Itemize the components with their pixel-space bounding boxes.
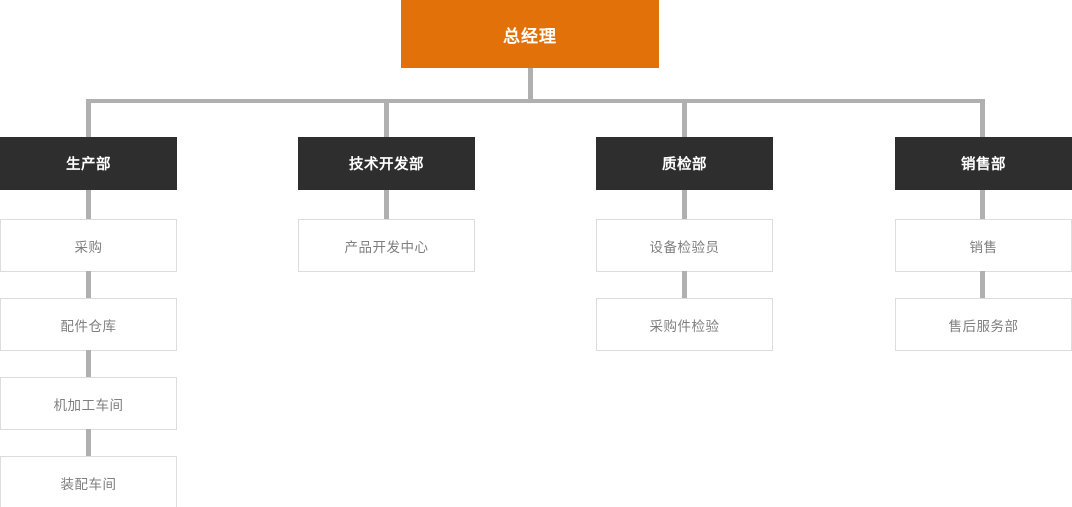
connector-drop-col-1 xyxy=(86,99,91,139)
connector-drop-col-3 xyxy=(682,99,687,139)
connector-production-to-child-4 xyxy=(86,429,91,458)
connector-drop-col-4 xyxy=(980,99,985,139)
node-general-manager[interactable]: 总经理 xyxy=(401,0,659,68)
connector-techdev-to-child-1 xyxy=(384,190,389,220)
connector-sales-to-child-1 xyxy=(980,190,985,220)
node-techdev-child-product-development-center[interactable]: 产品开发中心 xyxy=(298,219,475,272)
node-production-child-assembly-workshop[interactable]: 装配车间 xyxy=(0,456,177,507)
node-production-child-machining-workshop[interactable]: 机加工车间 xyxy=(0,377,177,430)
node-quality-child-equipment-inspector[interactable]: 设备检验员 xyxy=(596,219,773,272)
connector-production-to-child-3 xyxy=(86,350,91,379)
connector-sales-to-child-2 xyxy=(980,271,985,300)
node-department-technology-development[interactable]: 技术开发部 xyxy=(298,137,475,190)
node-department-quality-inspection[interactable]: 质检部 xyxy=(596,137,773,190)
connector-production-to-child-1 xyxy=(86,190,91,220)
connector-trunk-bar xyxy=(86,99,985,103)
node-production-child-procurement[interactable]: 采购 xyxy=(0,219,177,272)
connector-root-stem xyxy=(528,68,533,102)
connector-production-to-child-2 xyxy=(86,271,91,300)
node-production-child-parts-warehouse[interactable]: 配件仓库 xyxy=(0,298,177,351)
connector-quality-to-child-2 xyxy=(682,271,687,300)
node-sales-child-sales[interactable]: 销售 xyxy=(895,219,1072,272)
node-sales-child-after-sales-service[interactable]: 售后服务部 xyxy=(895,298,1072,351)
node-department-production[interactable]: 生产部 xyxy=(0,137,177,190)
node-quality-child-purchased-parts-inspection[interactable]: 采购件检验 xyxy=(596,298,773,351)
connector-drop-col-2 xyxy=(384,99,389,139)
node-department-sales[interactable]: 销售部 xyxy=(895,137,1072,190)
connector-quality-to-child-1 xyxy=(682,190,687,220)
